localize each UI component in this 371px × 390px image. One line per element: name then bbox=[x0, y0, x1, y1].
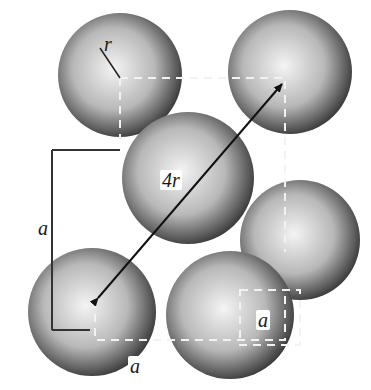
radius-label: r bbox=[104, 34, 112, 54]
atom bbox=[228, 10, 352, 134]
cube-face bbox=[52, 150, 120, 330]
atom bbox=[122, 112, 254, 244]
atom bbox=[166, 251, 294, 379]
cube-edges bbox=[95, 78, 300, 345]
edge-label: a bbox=[128, 356, 142, 376]
edge-label: a bbox=[256, 310, 270, 330]
edge-label: a bbox=[36, 218, 50, 238]
diagonal-label: 4r bbox=[160, 170, 182, 190]
diagonal-arrow bbox=[98, 84, 282, 298]
atom bbox=[28, 248, 156, 376]
